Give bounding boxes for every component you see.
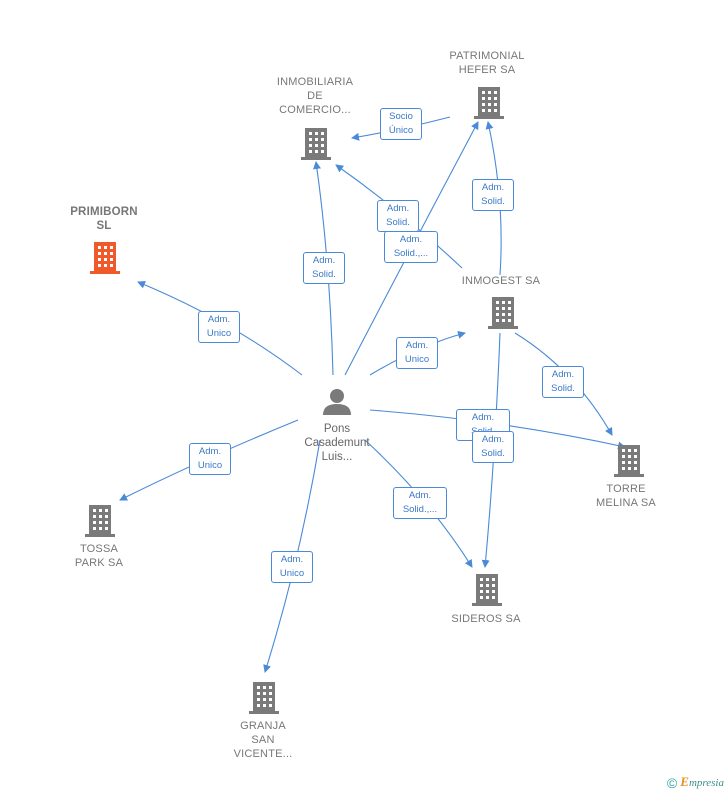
node-label-primiborn[interactable]: PRIMIBORN SL	[70, 206, 138, 232]
brand-logo: Empresia	[680, 773, 724, 789]
edge-label[interactable]: Adm.Unico	[198, 311, 240, 343]
node-label-sideros[interactable]: SIDEROS SA	[451, 613, 521, 625]
edge-label[interactable]: Adm.Solid.	[542, 366, 584, 398]
edge-label[interactable]: Adm.Unico	[189, 443, 231, 475]
node-label-granja[interactable]: GRANJA SAN VICENTE...	[233, 720, 293, 760]
building-icon-torre[interactable]	[614, 445, 644, 477]
node-label-inmogest[interactable]: INMOGEST SA	[461, 275, 541, 287]
node-label-patrimonial[interactable]: PATRIMONIAL HEFER SA	[449, 50, 525, 76]
building-icon-sideros[interactable]	[472, 574, 502, 606]
edge-label[interactable]: Adm.Solid.	[377, 200, 419, 232]
person-label[interactable]: Pons Casademunt Luis...	[304, 423, 370, 463]
node-label-tossa[interactable]: TOSSA PARK SA	[74, 543, 124, 569]
node-label-inmobiliaria[interactable]: INMOBILIARIA DE COMERCIO...	[276, 76, 354, 116]
edge-label[interactable]: Adm.Solid.,...	[393, 487, 447, 519]
edge-label[interactable]: Adm.Unico	[271, 551, 313, 583]
building-icon-inmogest[interactable]	[488, 297, 518, 329]
building-icon-primiborn[interactable]	[90, 242, 120, 274]
copyright-footer: © Empresia	[667, 774, 724, 791]
edge-label[interactable]: Adm.Unico	[396, 337, 438, 369]
edge-label[interactable]: Adm.Solid.,...	[384, 231, 438, 263]
person-icon[interactable]	[323, 389, 351, 415]
building-icon-granja[interactable]	[249, 682, 279, 714]
edge-label[interactable]: Adm.Solid.	[472, 179, 514, 211]
building-icon-tossa[interactable]	[85, 505, 115, 537]
copyright-icon: ©	[666, 775, 678, 791]
node-label-torre[interactable]: TORRE MELINA SA	[596, 483, 656, 509]
building-icon-patrimonial[interactable]	[474, 87, 504, 119]
edge-label[interactable]: Adm.Solid.	[303, 252, 345, 284]
edge-label[interactable]: Adm.Solid.	[472, 431, 514, 463]
building-icon-inmobiliaria[interactable]	[301, 128, 331, 160]
